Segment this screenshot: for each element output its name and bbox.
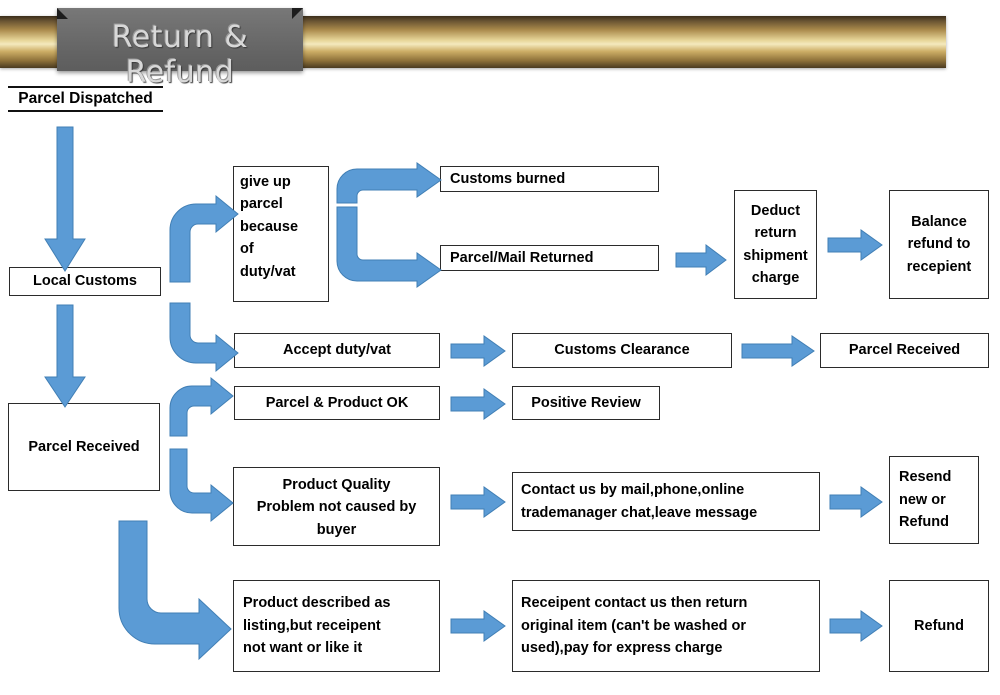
node-label-line-4: of [240,241,254,258]
node-label-line-3: shipment [743,247,808,264]
node-local-customs[interactable]: Local Customs [9,267,161,296]
arrow-accept-to-clearance [450,335,507,367]
node-label: Parcel Received [848,342,961,359]
node-parcel-received[interactable]: Parcel Received [8,403,160,491]
arrow-notwant-to-return [450,610,507,642]
node-label-line-3: buyer [316,521,357,538]
node-label: Accept duty/vat [283,342,391,359]
node-not-want[interactable]: Product described as listing,but receipe… [233,580,440,672]
arrow-returned-to-deduct [675,244,728,276]
arrow-customs-to-giveup [162,194,240,283]
arrow-dispatched-to-customs [43,126,87,273]
node-label-line-1: Receipent contact us then return [521,595,748,612]
arrow-clearance-to-received [741,335,816,367]
node-parcel-mail-returned[interactable]: Parcel/Mail Returned [440,245,659,271]
node-label: Parcel Received [28,438,140,455]
arrow-return-to-refund [829,610,884,642]
node-parcel-product-ok[interactable]: Parcel & Product OK [234,386,440,420]
arrow-customs-to-accept [162,302,240,373]
arrow-giveup-split [336,162,445,288]
node-label-line-4: charge [751,269,800,286]
node-label-line-2: parcel [240,196,283,213]
page-title: Return & Refund [111,20,249,90]
node-label-line-1: give up [240,174,291,190]
node-label-line-3: Refund [899,514,949,531]
arrow-contact-to-resend [829,486,884,518]
node-resend-refund[interactable]: Resend new or Refund [889,456,979,544]
node-label-line-3: not want or like it [243,640,363,657]
node-contact-us[interactable]: Contact us by mail,phone,online trademan… [512,472,820,531]
node-label: Parcel Dispatched [18,90,153,107]
node-receipent-return[interactable]: Receipent contact us then return origina… [512,580,820,672]
node-label: Local Customs [33,273,137,290]
node-label-line-3: because [240,218,299,235]
node-label: Positive Review [531,394,641,411]
node-label-line-2: refund to [907,236,971,253]
node-parcel-received-top[interactable]: Parcel Received [820,333,989,368]
node-label-line-2: return [754,225,797,242]
node-label-line-1: Deduct [750,202,801,219]
banner-ribbon: Return & Refund [57,8,303,90]
arrow-received-to-notwant [105,520,233,661]
node-give-up-parcel[interactable]: give up parcel because of duty/vat [233,166,329,302]
node-label: Refund [914,617,964,634]
node-label: Customs Clearance [554,342,690,359]
node-parcel-dispatched[interactable]: Parcel Dispatched [8,86,163,112]
node-label-line-3: recepient [906,258,972,275]
node-label-line-2: trademanager chat,leave message [521,504,758,521]
arrow-received-to-ok [163,376,235,437]
node-refund[interactable]: Refund [889,580,989,672]
node-customs-burned[interactable]: Customs burned [440,166,659,192]
arrow-deduct-to-balance [827,229,884,261]
ribbon-notch-left-icon [57,8,68,19]
node-balance-refund[interactable]: Balance refund to recepient [889,190,989,299]
node-label-line-5: duty/vat [240,263,296,280]
node-deduct-charge[interactable]: Deduct return shipment charge [734,190,817,299]
node-label-line-2: Problem not caused by [256,499,417,516]
node-label-line-1: Contact us by mail,phone,online [521,482,745,499]
arrow-customs-to-received [43,304,87,409]
node-accept-duty[interactable]: Accept duty/vat [234,333,440,368]
arrow-ok-to-review [450,388,507,420]
node-positive-review[interactable]: Positive Review [512,386,660,420]
arrow-quality-to-contact [450,486,507,518]
node-label-line-1: Balance [911,213,967,230]
node-customs-clearance[interactable]: Customs Clearance [512,333,732,368]
node-label: Parcel/Mail Returned [450,249,594,266]
node-label-line-3: used),pay for express charge [521,640,723,657]
ribbon-notch-right-icon [292,8,303,19]
node-label-line-1: Resend [899,469,952,486]
node-label-line-2: new or [899,491,946,508]
arrow-received-to-quality [163,448,235,523]
node-label-line-2: listing,but receipent [243,617,381,634]
node-quality-problem[interactable]: Product Quality Problem not caused by bu… [233,467,440,546]
node-label-line-1: Product described as [243,595,391,612]
node-label-line-1: Product Quality [282,477,391,493]
node-label: Customs burned [450,170,566,187]
node-label-line-2: original item (can't be washed or [521,617,747,634]
node-label: Parcel & Product OK [265,394,409,411]
